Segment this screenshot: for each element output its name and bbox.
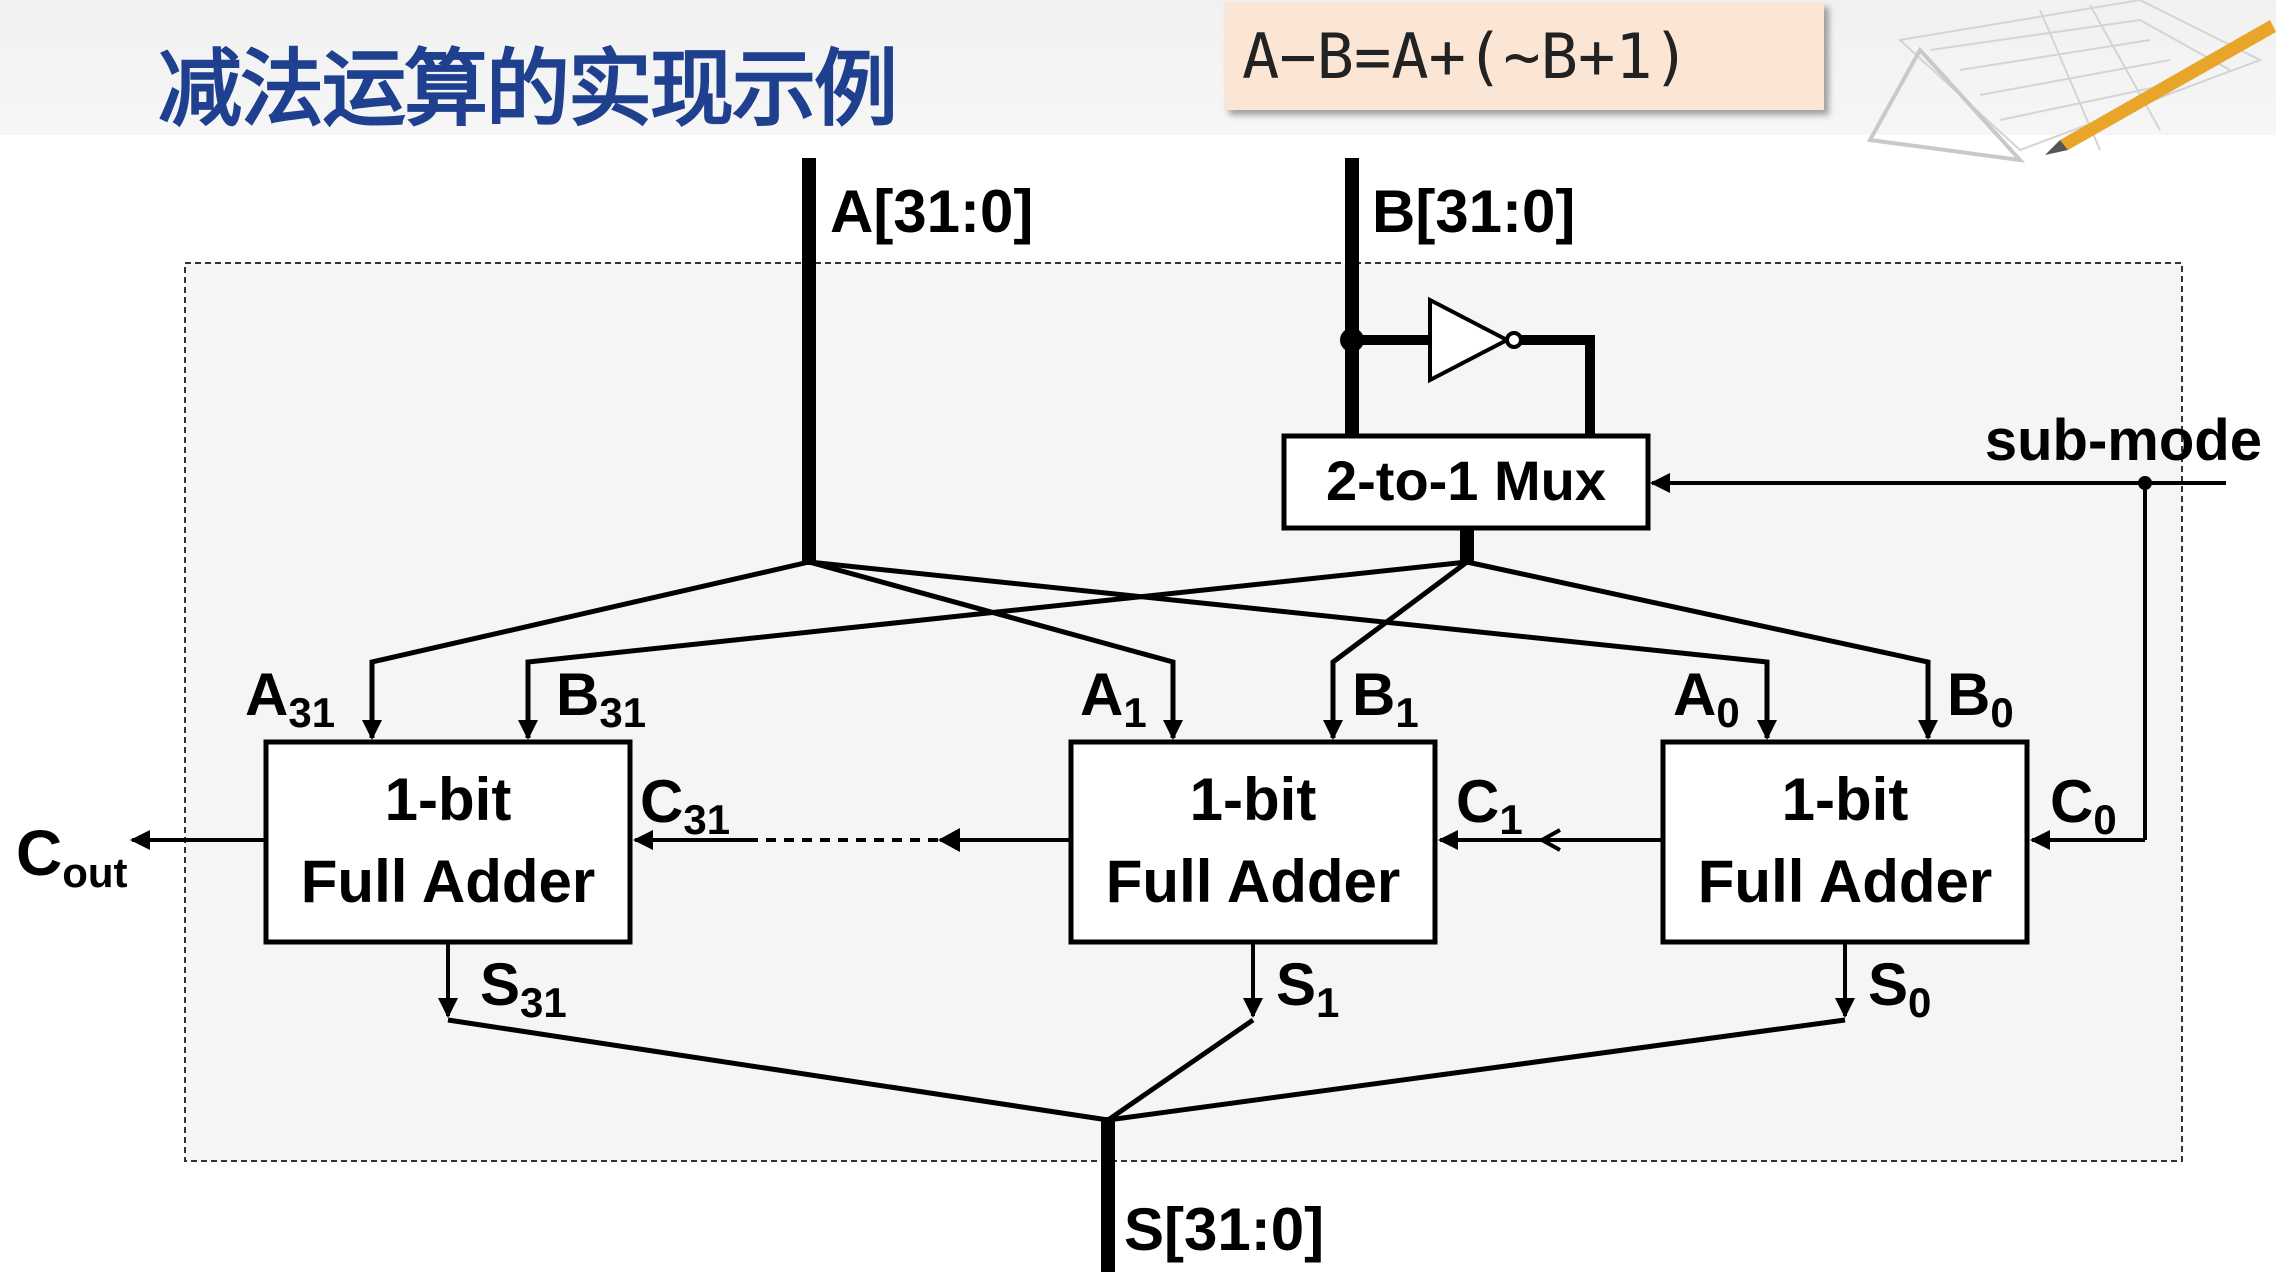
svg-text:Full Adder: Full Adder <box>301 848 595 915</box>
b-bus-label: B[31:0] <box>1372 178 1575 245</box>
formula-text: A−B=A+(~B+1) <box>1242 20 1690 93</box>
inverter-output-wire <box>1521 335 1595 440</box>
full-adder-31: 1-bit Full Adder <box>263 739 633 945</box>
triangle-ruler-icon <box>1866 46 2026 163</box>
pencil-icon <box>2045 20 2276 155</box>
s-bus-label: S[31:0] <box>1124 1196 1324 1263</box>
c31-label: C31 <box>640 768 730 843</box>
svg-text:Full Adder: Full Adder <box>1698 848 1992 915</box>
a0-label: A0 <box>1673 661 1740 736</box>
b1-label: B1 <box>1352 661 1419 736</box>
b31-label: B31 <box>556 661 646 736</box>
formula-box: A−B=A+(~B+1) <box>1224 2 1824 110</box>
c1-label: C1 <box>1456 768 1523 843</box>
a31-label: A31 <box>245 661 335 736</box>
s31-label: S31 <box>480 951 567 1026</box>
mux-label: 2-to-1 Mux <box>1326 449 1606 512</box>
s0-label: S0 <box>1868 951 1931 1026</box>
svg-text:1-bit: 1-bit <box>1782 766 1909 833</box>
full-adder-1: 1-bit Full Adder <box>1068 739 1438 945</box>
sum-merge-wires <box>447 1017 1846 1123</box>
c1-mid-arrow <box>1537 828 1561 852</box>
s1-label: S1 <box>1276 951 1339 1026</box>
b-fanout <box>518 559 1938 740</box>
inverter-bubble <box>1505 331 1523 349</box>
c0-label: C0 <box>2050 768 2117 843</box>
svg-text:1-bit: 1-bit <box>385 766 512 833</box>
drafting-decoration <box>1866 0 2276 163</box>
b0-label: B0 <box>1947 661 2014 736</box>
carry-chain-arrow <box>938 828 960 852</box>
header-bar <box>0 0 2276 135</box>
svg-text:1-bit: 1-bit <box>1190 766 1317 833</box>
page-title: 减法运算的实现示例 <box>158 40 898 138</box>
a-bus-label: A[31:0] <box>830 178 1033 245</box>
a1-label: A1 <box>1080 661 1147 736</box>
sub-mode-label: sub-mode <box>1985 408 2262 473</box>
mux-block <box>1281 433 1651 531</box>
cout-label: Cout <box>16 817 128 896</box>
svg-text:Full Adder: Full Adder <box>1106 848 1400 915</box>
full-adder-0: 1-bit Full Adder <box>1660 739 2030 945</box>
a-fanout <box>362 559 1777 740</box>
not-gate-icon <box>1428 296 1512 384</box>
